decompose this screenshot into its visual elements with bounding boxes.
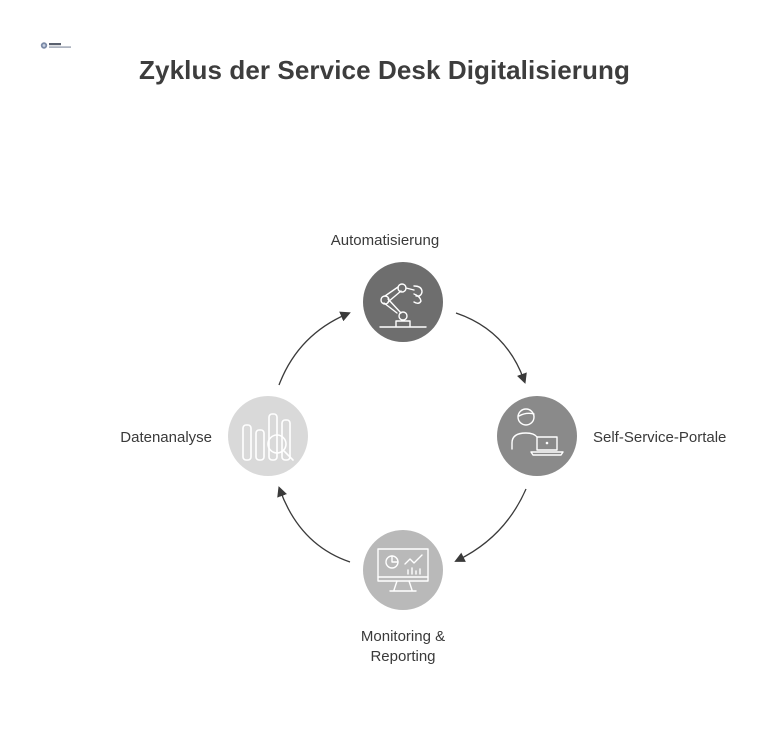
label-self-service-portale: Self-Service-Portale: [593, 429, 727, 446]
arrow-selfservice-to-monitoring: [454, 488, 527, 562]
robot-arm-icon: [379, 283, 427, 328]
node-datenanalyse: [228, 396, 308, 476]
monitor-chart-icon: [377, 548, 429, 592]
label-datenanalyse: Datenanalyse: [120, 429, 212, 446]
company-logo-icon: [40, 42, 71, 49]
page-title: Zyklus der Service Desk Digitalisierung: [139, 55, 630, 85]
label-monitoring-reporting: Monitoring & Reporting: [323, 627, 483, 667]
arrow-monitoring-to-datenanalyse: [277, 486, 351, 563]
user-laptop-icon: [511, 408, 564, 456]
arrow-datenanalyse-to-automatisierung: [278, 311, 351, 386]
arrow-automatisierung-to-selfservice: [455, 312, 527, 384]
node-self-service-portale: [497, 396, 577, 476]
label-monitoring-line1: Monitoring &: [360, 628, 446, 645]
label-monitoring-line2: Reporting: [370, 648, 436, 665]
label-automatisierung: Automatisierung: [330, 232, 440, 249]
node-monitoring-reporting: [363, 530, 443, 610]
data-analysis-icon: [242, 413, 294, 461]
node-automatisierung: [363, 262, 443, 342]
